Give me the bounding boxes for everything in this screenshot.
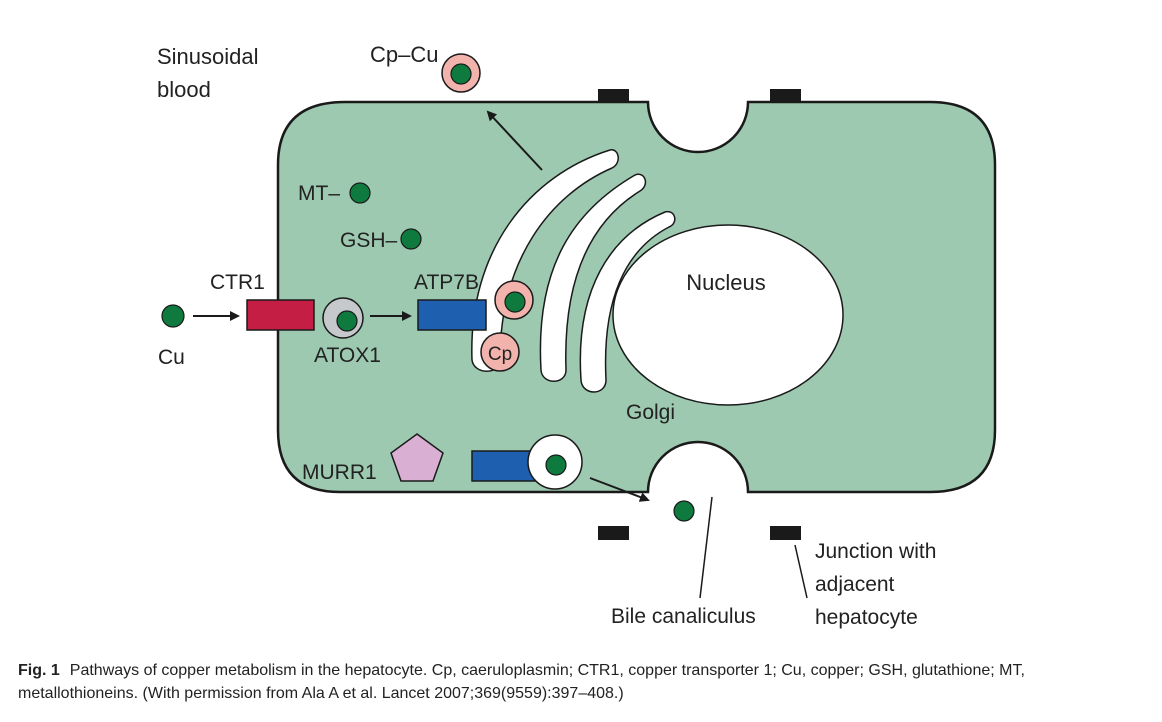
cp-cu-copper-dot xyxy=(450,63,472,85)
murr1-protein xyxy=(390,433,444,482)
murr1-label: MURR1 xyxy=(302,461,377,484)
golgi-cisterna-3 xyxy=(579,210,676,393)
junction-top-left xyxy=(598,89,629,103)
golgi-cisterna-2 xyxy=(539,173,647,382)
bile-canaliculus-pointer xyxy=(699,496,713,599)
secretion-arrow xyxy=(486,110,543,171)
cp-label: Cp xyxy=(488,344,512,365)
atox1-label: ATOX1 xyxy=(314,344,381,367)
bile-copper-dot xyxy=(673,500,695,522)
copper-metabolism-diagram: Nucleus Sinusoidal blood Cp–Cu MT– GSH– … xyxy=(157,42,997,629)
atp7b-label: ATP7B xyxy=(414,271,479,294)
junction-bottom-left xyxy=(598,526,629,540)
junction-label-line2: adjacent xyxy=(815,573,895,596)
junction-label-line3: hepatocyte xyxy=(815,606,918,629)
nucleus-label: Nucleus xyxy=(686,270,765,295)
mt-label: MT– xyxy=(298,182,340,205)
blood-label: blood xyxy=(157,77,211,102)
atox1-copper-dot xyxy=(336,310,358,332)
vesicle-copper-dot xyxy=(545,454,567,476)
mt-copper-dot xyxy=(349,182,371,204)
caption-text: Pathways of copper metabolism in the hep… xyxy=(18,662,1025,702)
cu-copper-dot xyxy=(161,304,185,328)
ctr1-label: CTR1 xyxy=(210,271,265,294)
ctr1-transporter xyxy=(246,299,315,331)
gsh-label: GSH– xyxy=(340,229,398,252)
cp-cu-label: Cp–Cu xyxy=(370,42,438,67)
cp-cu-golgi-copper-dot xyxy=(504,291,526,313)
junction-label-line1: Junction with xyxy=(815,540,936,563)
nucleus xyxy=(612,224,844,406)
cu-label: Cu xyxy=(158,346,185,369)
figure-number: Fig. 1 xyxy=(18,662,60,679)
golgi-label: Golgi xyxy=(626,401,675,424)
excretion-arrow xyxy=(589,477,650,502)
sinusoidal-label: Sinusoidal xyxy=(157,44,259,69)
junction-top-right xyxy=(770,89,801,103)
cp-golgi xyxy=(480,332,520,372)
gsh-copper-dot xyxy=(400,228,422,250)
junction-bottom-right xyxy=(770,526,801,540)
atp7b-transporter xyxy=(417,299,487,331)
junction-pointer xyxy=(794,544,808,599)
bile-canaliculus-label: Bile canaliculus xyxy=(611,605,756,628)
